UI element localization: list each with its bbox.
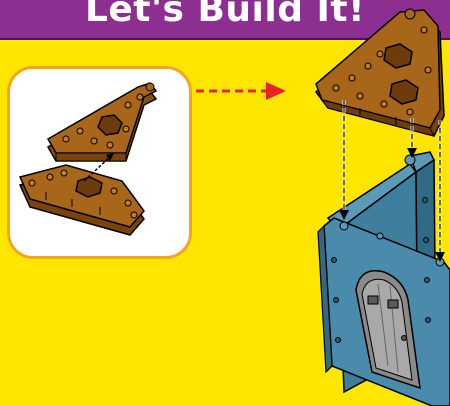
dashed-arrow-right-icon xyxy=(196,82,286,100)
dashed-arrow-down-icon xyxy=(339,100,349,220)
roof-triangle-assembly xyxy=(316,9,444,136)
dashed-arrow-down-icon xyxy=(435,120,445,262)
